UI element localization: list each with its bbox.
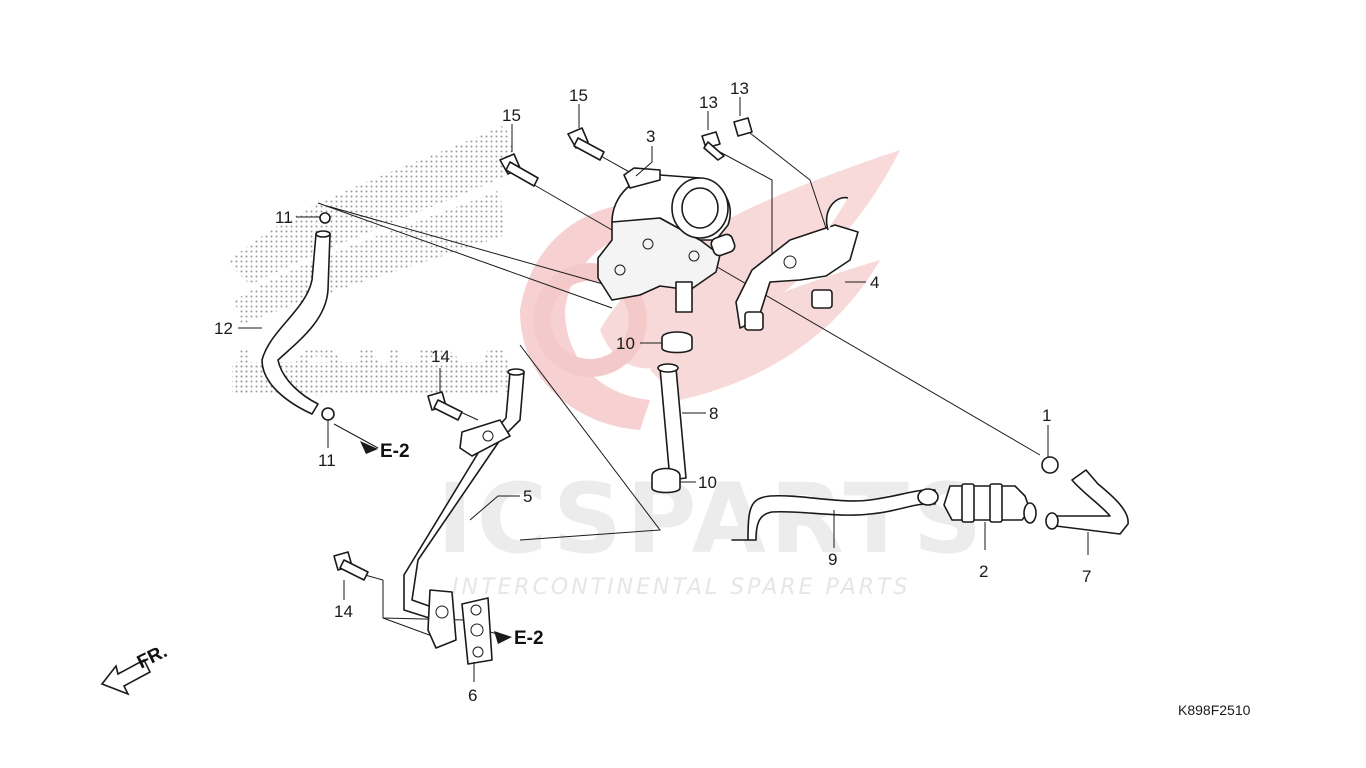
reed-valve-2	[943, 483, 1037, 524]
clamp-10-lower	[651, 467, 681, 494]
air-injection-valve	[597, 167, 736, 313]
watermark-name-text: ICSPARTS	[437, 463, 986, 575]
clip-11-upper	[319, 212, 331, 224]
callout-5: 5	[523, 487, 532, 506]
clamp-10-upper	[661, 331, 693, 354]
ref-label-e2-upper: E-2	[380, 441, 410, 462]
ref-arrow-icon-upper	[360, 441, 378, 454]
bolt-14-upper	[427, 391, 463, 421]
callout-13-left: 13	[699, 93, 718, 112]
watermark: HONDA ICSPARTS INTERCONTINENTAL SPARE PA…	[228, 125, 986, 600]
hose-9	[731, 488, 939, 541]
ref-arrow-icon-lower	[494, 631, 512, 644]
callout-6: 6	[468, 686, 477, 705]
bolt-15-right	[567, 127, 605, 161]
bolt-14-lower	[333, 551, 369, 581]
bolt-13-left	[701, 131, 725, 161]
callout-7: 7	[1082, 567, 1091, 586]
drawing-code: K898F2510	[1178, 702, 1251, 718]
bolt-15-left	[499, 153, 539, 187]
callout-13-right: 13	[730, 79, 749, 98]
callout-2: 2	[979, 562, 988, 581]
air-pipe-5	[403, 368, 525, 649]
front-arrow-icon	[100, 658, 152, 696]
callout-9: 9	[828, 550, 837, 569]
bolt-13-right	[733, 117, 753, 137]
callout-1: 1	[1042, 406, 1051, 425]
callout-11-upper: 11	[275, 208, 293, 227]
clip-11-lower	[321, 407, 335, 421]
hose-8	[657, 363, 687, 481]
callout-15-left: 15	[502, 106, 521, 125]
hose-7	[1045, 469, 1129, 535]
callout-10-upper: 10	[616, 334, 635, 353]
clip-1	[1041, 456, 1059, 474]
callout-8: 8	[709, 404, 718, 423]
watermark-tagline-text: INTERCONTINENTAL SPARE PARTS	[452, 575, 910, 600]
valve-bracket	[735, 196, 859, 331]
callout-3: 3	[646, 127, 655, 146]
honda-wing-watermark	[228, 125, 520, 395]
callout-14-lower: 14	[334, 602, 353, 621]
callout-11-lower: 11	[318, 451, 336, 470]
callout-10-lower: 10	[698, 473, 717, 492]
callout-leaders	[238, 97, 1089, 682]
callout-14-upper: 14	[431, 347, 450, 366]
gasket-6	[461, 597, 493, 665]
callout-labels: 1 2 3 4 5 6 7 8 9 10 10 11 11 12 13 13 1…	[214, 79, 1091, 705]
callout-12: 12	[214, 319, 233, 338]
ref-label-e2-lower: E-2	[514, 628, 544, 649]
callout-4: 4	[870, 273, 879, 292]
callout-15-right: 15	[569, 86, 588, 105]
hose-12	[261, 230, 331, 415]
